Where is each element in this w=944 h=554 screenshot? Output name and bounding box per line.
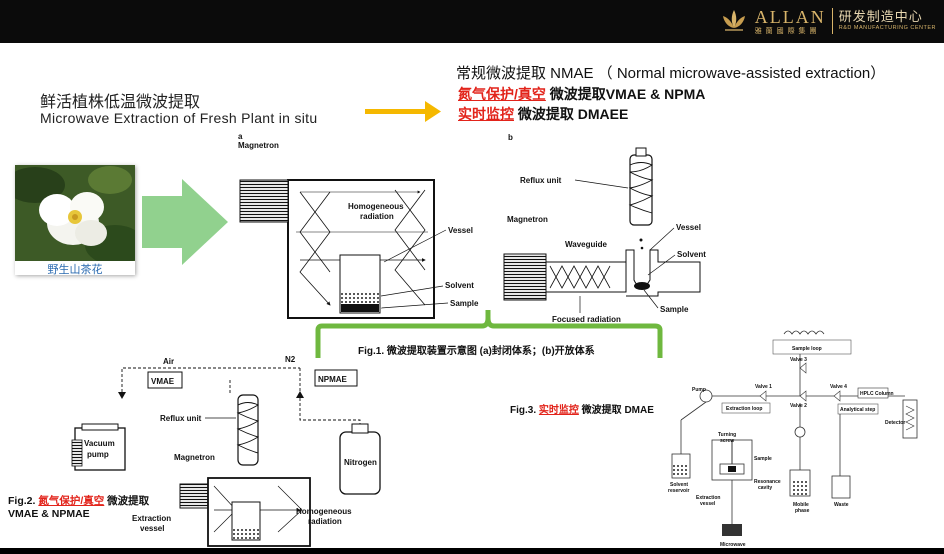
fig3-waste-label: Waste — [834, 502, 849, 508]
fig3-caption-red: 实时监控 — [538, 405, 579, 416]
fig2-caption-red: 氮气保护/真空 — [38, 495, 105, 507]
fig1a-solvent-label: Solvent — [445, 281, 474, 290]
fig1b-magnetron-label: Magnetron — [507, 215, 548, 224]
fig3-sample-loop-label: Sample loop — [792, 346, 822, 352]
fig1b-letter: b — [508, 133, 513, 142]
fig2-vmae-npmae: Air N2 VMAE NPMAE Reflux unit Vacuum pum… — [71, 355, 381, 547]
bottom-bar — [0, 548, 944, 554]
fig2-reflux-label: Reflux unit — [160, 414, 202, 423]
fig1a-homogeneous-label: Homogeneous — [348, 202, 404, 211]
fig3-screw-label: screw — [720, 438, 734, 444]
fig1a-vessel-label: Vessel — [448, 226, 473, 235]
fig3-microwave-label: Microwave — [720, 542, 746, 548]
fig1b-waveguide-label: Waveguide — [565, 240, 607, 249]
fig3-caption-rest: 微波提取 DMAE — [578, 405, 654, 416]
fig2-radiation-label: radiation — [308, 517, 342, 526]
fig3-vessel-label: vessel — [700, 501, 716, 507]
fig1a-letter: a — [238, 132, 243, 141]
fig3-valve1-label: Valve 1 — [755, 384, 772, 390]
fig3-valve4-label: Valve 4 — [830, 384, 847, 390]
lotus-logo-icon — [722, 10, 745, 31]
vmae-title-red: 氮气保护/真空 — [458, 86, 546, 102]
yellow-arrow-icon — [365, 101, 441, 122]
fig3-mobile-label: Mobile — [793, 502, 809, 508]
fig1a-radiation-label: radiation — [360, 212, 394, 221]
fig3-phase-label: phase — [795, 508, 810, 514]
fig2-npmae-label: NPMAE — [318, 375, 348, 384]
fig1a-closed-system: a Magnetron Homogeneous radiation Vessel… — [238, 132, 479, 319]
fig1b-sample-label: Sample — [660, 305, 689, 314]
fig2-pump-label: pump — [87, 450, 109, 459]
fig3-hplc-label: HPLC Column — [860, 391, 894, 397]
brand-name: ALLAN — [754, 6, 826, 27]
fig2-caption-rest: 微波提取 — [104, 495, 150, 507]
fig1b-vessel-label: Vessel — [676, 223, 701, 232]
fig3-caption-prefix: Fig.3. — [510, 405, 539, 416]
top-bar: ALLAN 雅 蘭 國 際 集 團 研发制造中心 R&D MANUFACTURI… — [0, 0, 944, 43]
fig2-homogeneous-label: Homogeneous — [296, 507, 352, 516]
fig2-nitrogen-label: Nitrogen — [344, 458, 377, 467]
fig3-pump-label: Pump — [692, 387, 706, 393]
fig1b-focused-label: Focused radiation — [552, 315, 621, 324]
fig2-air-label: Air — [163, 357, 174, 366]
fig3-resonance-label: Resonance — [754, 479, 781, 485]
left-title-en: Microwave Extraction of Fresh Plant in s… — [40, 110, 318, 126]
dmae-title-rest: 微波提取 DMAEE — [517, 106, 629, 122]
fig3-valve2-label: Valve 2 — [790, 403, 807, 409]
dmae-title-red: 实时监控 — [458, 106, 514, 122]
fig1b-reflux-label: Reflux unit — [520, 176, 562, 185]
fig2-n2-label: N2 — [285, 355, 296, 364]
rd-center-cn: 研发制造中心 — [838, 9, 923, 25]
fig3-analytical-label: Analytical step — [840, 407, 875, 413]
fig2-vmae-label: VMAE — [151, 377, 175, 386]
fig1a-sample-label: Sample — [450, 299, 479, 308]
allan-logo: ALLAN 雅 蘭 國 際 集 團 研发制造中心 R&D MANUFACTURI… — [719, 6, 936, 36]
fig1a-magnetron-label: Magnetron — [238, 141, 279, 150]
fig3-dmae-system: Sample loop Pump Valve 1 Valve 3 Valve 2… — [668, 330, 918, 554]
fig2-caption-prefix: Fig.2. — [8, 495, 39, 507]
camellia-photo: 野生山茶花 — [5, 165, 145, 276]
brand-cn: 雅 蘭 國 際 集 團 — [754, 27, 818, 35]
fig3-turning-label: Turning — [718, 432, 736, 438]
camellia-flower-image — [5, 165, 145, 265]
fig1b-open-system: b Reflux unit Magnetron Waveguide Vessel… — [503, 133, 706, 324]
fig3-cavity-label: cavity — [758, 485, 772, 491]
fig3-reservoir-label: reservoir — [668, 488, 689, 494]
rd-center-en: R&D MANUFACTURING CENTER — [838, 25, 936, 32]
fig2-caption-line2: VMAE & NPMAE — [8, 508, 90, 520]
logo-divider — [831, 8, 833, 34]
fig3-sample-label: Sample — [754, 456, 772, 462]
green-bracket — [315, 310, 663, 358]
fig2-extraction-label: Extraction — [132, 514, 171, 523]
fig2-vacuum-label: Vacuum — [84, 439, 115, 448]
left-title-cn: 鲜活植株低温微波提取 — [40, 94, 201, 111]
photo-caption: 野生山茶花 — [47, 264, 103, 276]
fig1b-solvent-label: Solvent — [677, 250, 706, 259]
nmae-title: 常规微波提取 NMAE （ Normal microwave-assisted … — [456, 65, 886, 82]
fig3-solvent-label: Solvent — [670, 482, 688, 488]
fig3-valve3-label: Valve 3 — [790, 357, 807, 363]
green-arrow-icon — [142, 179, 228, 265]
vmae-title-rest: 微波提取VMAE & NPMA — [549, 86, 706, 102]
dmae-title: 实时监控 微波提取 DMAEE — [458, 104, 628, 124]
fig3-extraction-loop-label: Extraction loop — [726, 406, 762, 412]
fig2-vessel-label: vessel — [140, 524, 164, 533]
fig1-caption: Fig.1. 微波提取装置示意图 (a)封闭体系；(b)开放体系 — [358, 346, 595, 357]
vmae-title: 氮气保护/真空 微波提取VMAE & NPMA — [458, 84, 705, 104]
fig3-caption: Fig.3. 实时监控 微波提取 DMAE — [510, 401, 654, 416]
slide-canvas — [0, 43, 944, 548]
fig2-caption: Fig.2. 氮气保护/真空 微波提取 — [8, 493, 149, 508]
fig3-extraction-label: Extraction — [696, 495, 720, 501]
fig3-detector-label: Detector — [885, 420, 905, 426]
fig2-magnetron-label: Magnetron — [174, 453, 215, 462]
